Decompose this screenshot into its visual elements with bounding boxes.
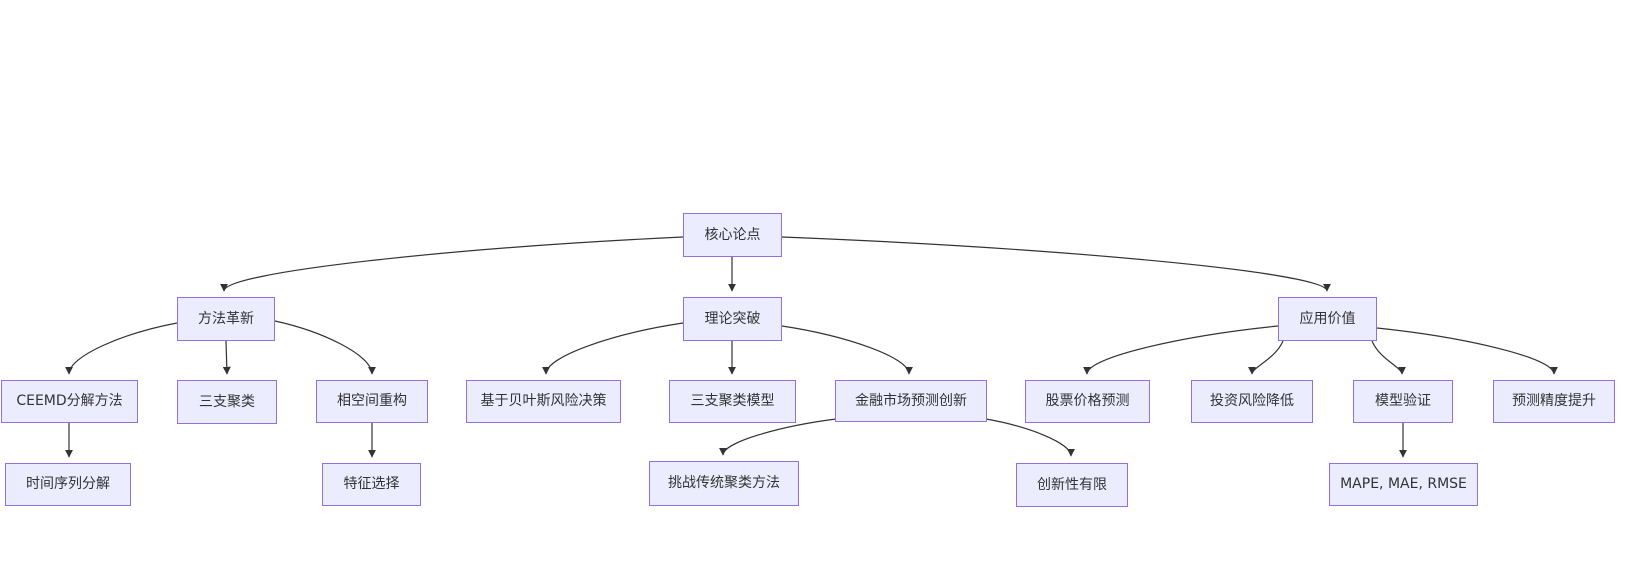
node-financial-innovation: 金融市场预测创新 [835,380,987,422]
edge-application-value-to-model-validation [1371,340,1406,375]
edge-core-thesis-to-method-innovation [220,236,684,292]
node-three-way-model: 三支聚类模型 [669,380,796,423]
node-core-thesis: 核心论点 [683,213,782,257]
node-limited-novelty: 创新性有限 [1016,463,1128,507]
node-metrics: MAPE, MAE, RMSE [1329,463,1478,506]
edge-application-value-to-risk-reduction [1248,340,1284,375]
node-risk-reduction: 投资风险降低 [1191,380,1313,423]
node-stock-prediction: 股票价格预测 [1025,380,1150,423]
edge-application-value-to-stock-prediction [1083,325,1279,375]
node-bayes-risk-decision: 基于贝叶斯风险决策 [466,380,621,423]
edge-method-innovation-to-ceemd-method [65,322,178,375]
node-accuracy-improvement: 预测精度提升 [1493,380,1615,423]
node-theory-breakthrough: 理论突破 [683,297,782,341]
edge-core-thesis-to-application-value [781,236,1331,292]
node-time-series-decomp: 时间序列分解 [5,463,131,506]
edge-financial-innovation-to-limited-novelty [985,418,1075,457]
node-feature-selection: 特征选择 [322,463,421,506]
edge-group [65,236,1558,458]
edge-method-innovation-to-three-way-clustering [222,340,231,375]
edge-application-value-to-accuracy-improvement [1376,327,1558,375]
node-challenge-clustering: 挑战传统聚类方法 [649,461,799,506]
node-three-way-clustering: 三支聚类 [177,380,277,424]
edge-theory-breakthrough-to-bayes-risk-decision [542,322,684,375]
edge-financial-innovation-to-challenge-clustering [719,418,837,456]
node-method-innovation: 方法革新 [177,297,275,341]
node-phase-space: 相空间重构 [316,380,428,423]
edge-theory-breakthrough-to-financial-innovation [781,325,913,375]
edge-method-innovation-to-phase-space [274,320,376,375]
node-model-validation: 模型验证 [1353,380,1453,423]
node-ceemd-method: CEEMD分解方法 [1,380,138,423]
node-application-value: 应用价值 [1278,297,1377,341]
